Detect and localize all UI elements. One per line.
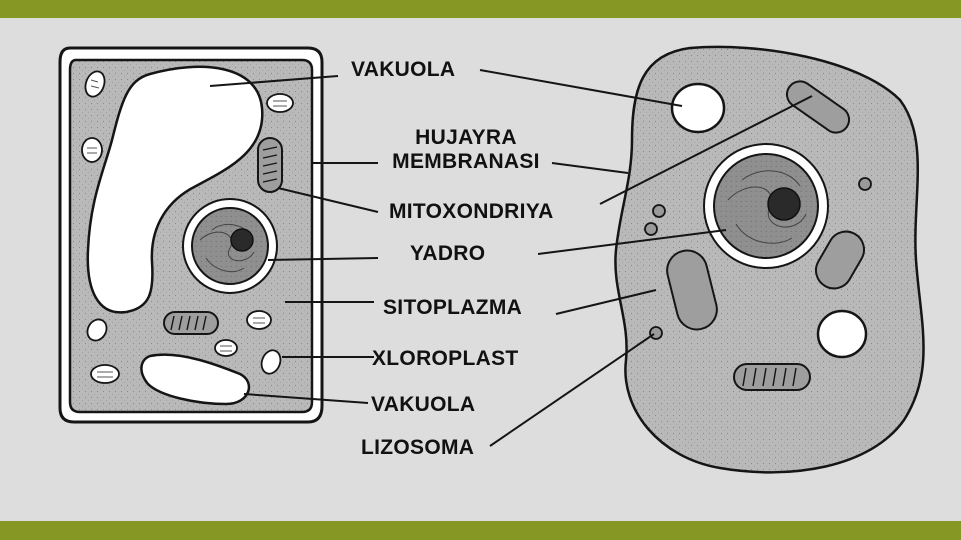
plant-mitochondrion <box>258 138 282 192</box>
label-xloroplast: XLOROPLAST <box>372 347 519 371</box>
animal-cell <box>615 47 923 472</box>
animal-vacuole <box>672 84 724 132</box>
label-hujayra-membranasi: HUJAYRA MEMBRANASI <box>380 126 552 174</box>
label-hujayra-line1: HUJAYRA <box>380 126 552 150</box>
plant-cell <box>60 48 322 422</box>
label-yadro: YADRO <box>410 242 485 266</box>
label-sitoplazma: SITOPLAZMA <box>383 296 522 320</box>
label-vakuola-bottom: VAKUOLA <box>371 393 475 417</box>
animal-nucleolus <box>768 188 800 220</box>
label-mitoxondriya: MITOXONDRIYA <box>389 200 554 224</box>
label-hujayra-line2: MEMBRANASI <box>380 150 552 174</box>
label-vakuola-top: VAKUOLA <box>351 58 455 82</box>
plant-nucleolus <box>231 229 253 251</box>
label-lizosoma: LIZOSOMA <box>361 436 474 460</box>
